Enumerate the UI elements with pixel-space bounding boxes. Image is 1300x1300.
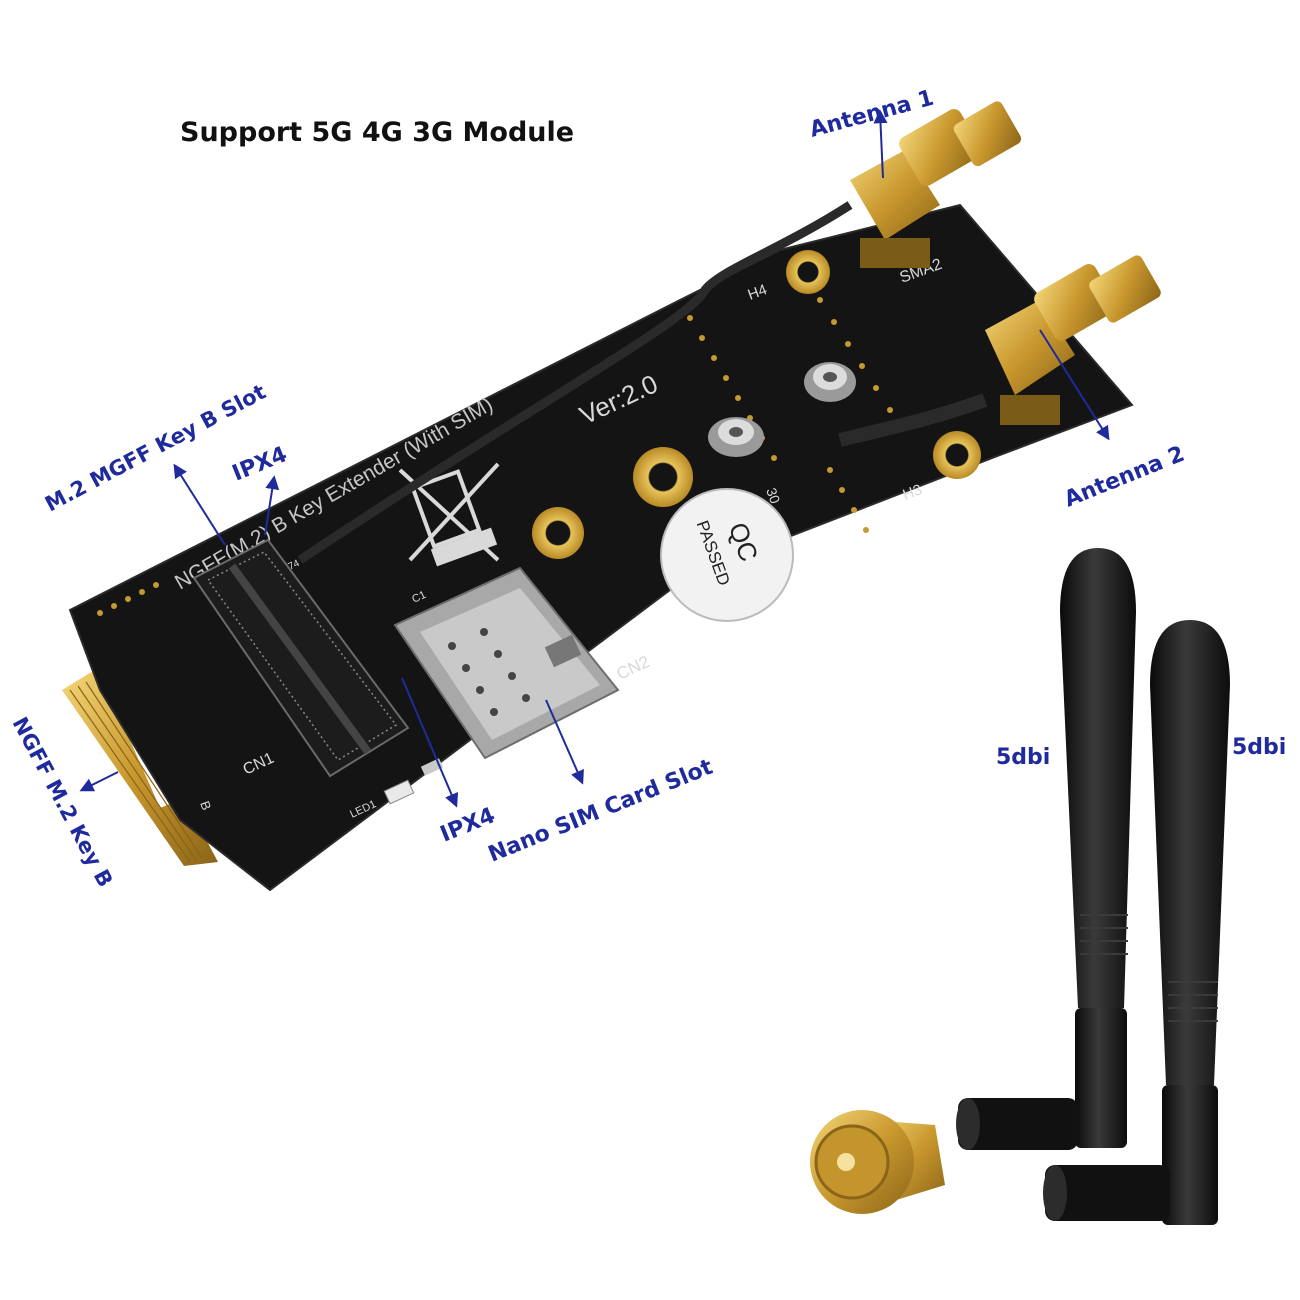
coax-cable-1 (297, 201, 853, 564)
qc-passed-sticker: QC PASSED (660, 488, 794, 622)
antenna-left: 5dbi (956, 548, 1136, 1150)
gain-left-label: 5dbi (996, 745, 1050, 770)
m2-key-b-slot (192, 538, 410, 778)
gain-right-label: 5dbi (1232, 735, 1286, 760)
mounting-hole (532, 507, 584, 559)
weee-bin-icon (398, 462, 500, 567)
arrow-icon (873, 109, 888, 179)
mounting-hole-h3 (933, 431, 981, 479)
arrow-icon (1039, 329, 1110, 441)
h3-label: H3 (901, 481, 925, 504)
pin30-label: 30 (763, 486, 783, 506)
h4-label: H4 (746, 281, 770, 304)
m2-extender-board: QC PASSED Ver:2.0 NGFF(M.2) B Key Extend… (62, 101, 1161, 892)
page-title: Support 5G 4G 3G Module (180, 117, 574, 148)
sma-connector-2 (985, 255, 1161, 425)
arrow-icon (79, 771, 119, 792)
mounting-hole (633, 447, 693, 507)
c1-label: C1 (410, 589, 428, 606)
nano-sim-card-slot (393, 566, 620, 760)
coax-cable-2 (838, 393, 988, 447)
sma-connector-1 (850, 101, 1022, 268)
m2-slot-label: M.2 MGFF Key B Slot (41, 380, 270, 517)
arrow-icon (545, 699, 584, 785)
antenna2-label: Antenna 2 (1061, 442, 1188, 513)
standoff (708, 417, 764, 457)
ipx4-bottom-label: IPX4 (437, 803, 499, 847)
standoff (804, 362, 856, 402)
nano-sim-label: Nano SIM Card Slot (485, 754, 717, 867)
cn2-label: CN2 (614, 652, 653, 684)
led1 (383, 779, 415, 805)
antenna-right: 5dbi (1043, 620, 1286, 1225)
ipx4-top-label: IPX4 (229, 442, 291, 486)
arrow-icon (401, 677, 459, 808)
antenna-icon (1150, 620, 1230, 1085)
sma-connector-icon (810, 1110, 945, 1214)
antenna-icon (1060, 548, 1136, 1008)
arrow-icon (173, 463, 226, 546)
arrow-icon (264, 475, 280, 536)
mounting-hole-h4 (786, 250, 830, 294)
